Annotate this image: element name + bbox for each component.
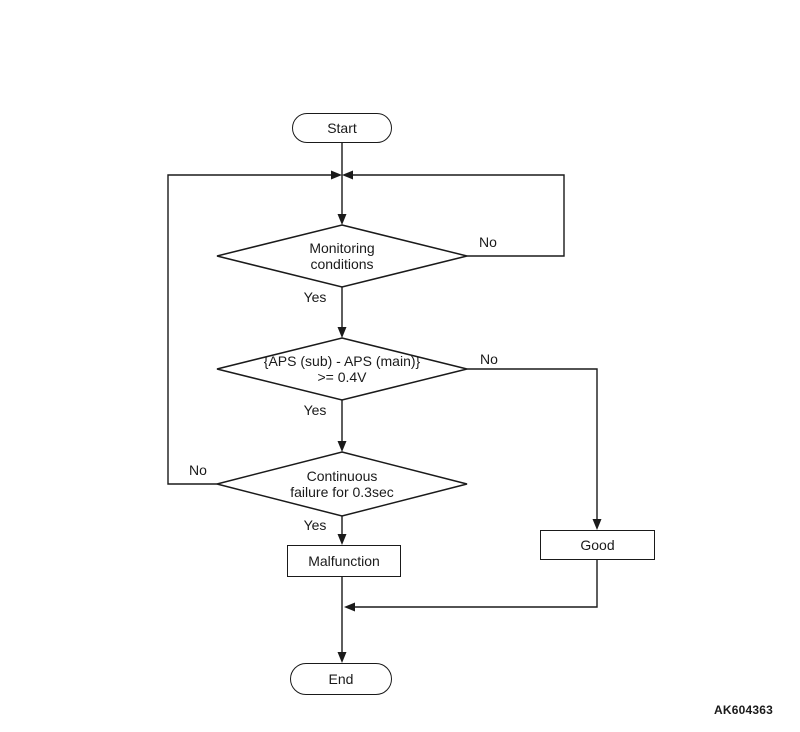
continuous-no-label: No — [189, 462, 207, 478]
decision-continuous-shape — [216, 451, 468, 517]
end-node: End — [290, 663, 392, 695]
decision-aps-shape — [216, 337, 468, 401]
edge-monitoring-no-loop — [346, 174, 565, 257]
monitoring-no-label: No — [479, 234, 497, 250]
decision-aps-line1: {APS (sub) - APS (main)} — [263, 353, 421, 369]
aps-no-label: No — [480, 351, 498, 367]
arrowhead-merge-left — [344, 602, 355, 612]
decision-aps-line2: >= 0.4V — [317, 369, 367, 385]
good-node: Good — [540, 530, 655, 560]
decision-continuous-line2: failure for 0.3sec — [290, 484, 394, 500]
decision-aps-label: {APS (sub) - APS (main)} >= 0.4V — [232, 353, 452, 385]
malfunction-label: Malfunction — [308, 553, 380, 569]
decision-monitoring-label: Monitoring conditions — [242, 240, 442, 272]
edge-continuous-no-loop — [167, 174, 338, 485]
malfunction-node: Malfunction — [287, 545, 401, 577]
arrowhead-into-end — [337, 652, 347, 663]
end-label: End — [328, 671, 354, 687]
monitoring-yes-label: Yes — [303, 289, 327, 305]
edge-good-merge — [349, 560, 598, 608]
decision-monitoring-line1: Monitoring — [309, 240, 375, 256]
edge-aps-no-to-good — [467, 368, 598, 526]
arrowhead-into-monitoring — [337, 214, 347, 225]
arrowhead-into-good — [592, 519, 602, 530]
start-label: Start — [327, 120, 357, 136]
decision-monitoring-line2: conditions — [310, 256, 374, 272]
arrowhead-junction-from-right — [342, 170, 353, 180]
decision-monitoring-shape — [216, 224, 468, 288]
arrowhead-junction-from-left — [331, 170, 342, 180]
figure-code: AK604363 — [714, 703, 773, 717]
aps-yes-label: Yes — [303, 402, 327, 418]
start-node: Start — [292, 113, 392, 143]
arrowhead-into-aps — [337, 327, 347, 338]
continuous-yes-label: Yes — [303, 517, 327, 533]
good-label: Good — [580, 537, 615, 553]
decision-continuous-line1: Continuous — [306, 468, 378, 484]
arrowhead-into-malfunction — [337, 534, 347, 545]
decision-continuous-label: Continuous failure for 0.3sec — [242, 468, 442, 500]
arrowhead-into-continuous — [337, 441, 347, 452]
